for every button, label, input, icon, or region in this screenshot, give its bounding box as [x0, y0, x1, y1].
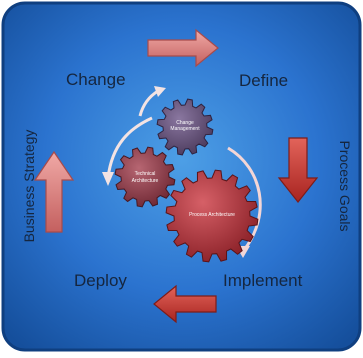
- arrow-implement-to-deploy: [153, 284, 217, 324]
- side-label-process-goals: Process Goals: [337, 140, 353, 232]
- arrow-define-to-implement: [277, 137, 319, 203]
- gear-process-architecture: Process Architecture: [165, 169, 259, 263]
- curved-arrow-top: [138, 89, 159, 117]
- gear-technical-architecture-label-1: Technical: [135, 171, 156, 177]
- phase-define: Define: [239, 71, 289, 90]
- arrow-change-to-define: [147, 28, 219, 68]
- gear-process-architecture-label: Process Architecture: [189, 212, 235, 218]
- gear-change-management-label-2: Management: [170, 126, 200, 132]
- background-panel: [1, 1, 362, 352]
- curved-arrow-left-head: [102, 172, 114, 186]
- phase-deploy: Deploy: [74, 271, 127, 290]
- gear-technical-architecture-label-2: Architecture: [132, 178, 159, 184]
- arrow-deploy-to-change: [33, 150, 75, 233]
- curved-arrow-left: [106, 116, 153, 179]
- gear-change-management: Change Management: [156, 98, 214, 156]
- gear-change-management-label-1: Change: [176, 120, 194, 126]
- curved-arrow-top-head: [154, 86, 166, 97]
- phase-implement: Implement: [223, 271, 303, 290]
- side-label-business-strategy: Business Strategy: [21, 129, 37, 243]
- gear-technical-architecture: Technical Architecture: [114, 146, 176, 208]
- phase-change: Change: [66, 70, 126, 89]
